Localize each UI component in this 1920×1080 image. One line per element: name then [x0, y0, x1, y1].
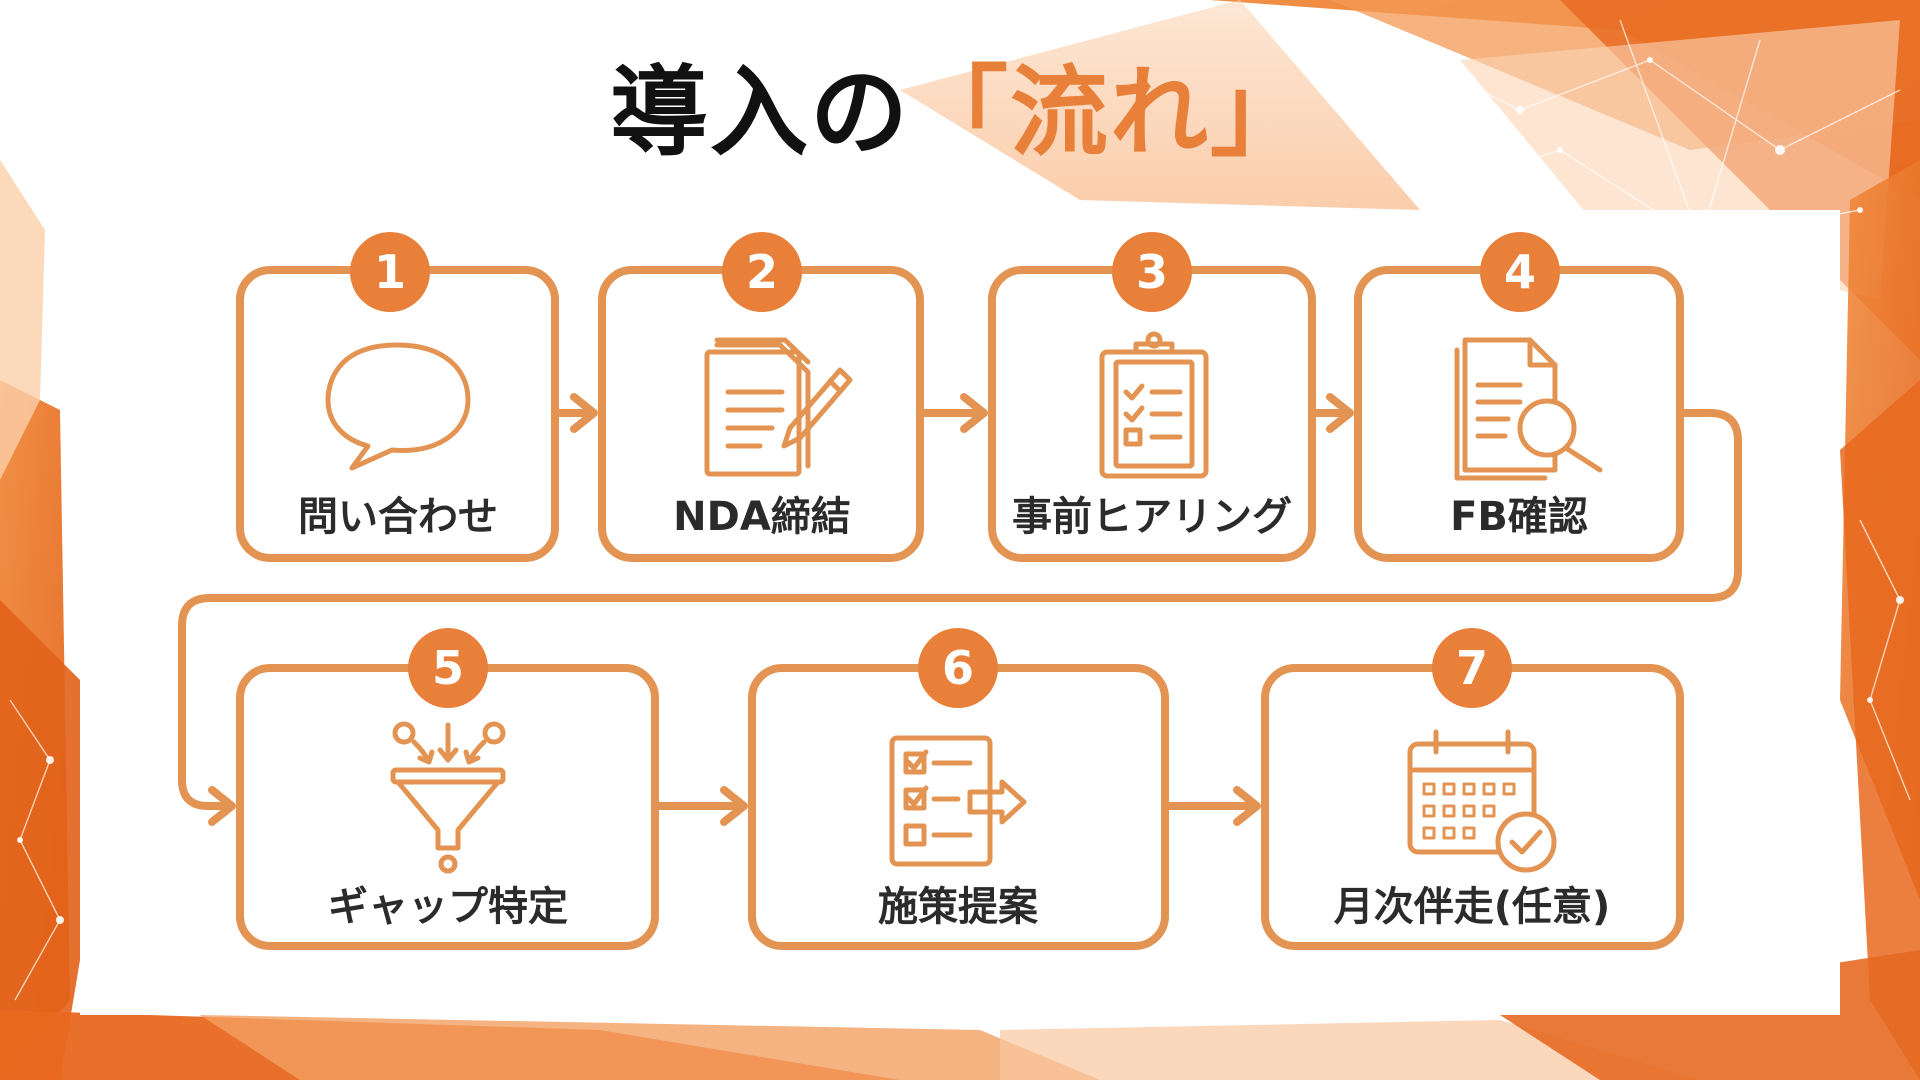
step-number-4: 4	[1504, 245, 1536, 299]
step-badge-7: 7	[1432, 628, 1512, 708]
step-label-7: 月次伴走(任意)	[1334, 884, 1611, 930]
step-label-3: 事前ヒアリング	[1012, 494, 1292, 540]
arrow-6-7	[1165, 790, 1257, 822]
document-pen-icon	[707, 340, 850, 474]
arrow-2-3	[920, 397, 984, 429]
step-number-1: 1	[374, 245, 406, 299]
step-label-6: 施策提案	[878, 884, 1039, 930]
step-badge-5: 5	[408, 628, 488, 708]
step-number-5: 5	[432, 641, 464, 695]
step-number-2: 2	[746, 245, 778, 299]
arrow-5-6	[655, 790, 744, 822]
step-number-7: 7	[1456, 641, 1488, 695]
step-badge-3: 3	[1112, 232, 1192, 312]
arrow-1-2	[555, 397, 594, 429]
arrow-3-4	[1312, 397, 1350, 429]
step-badge-2: 2	[722, 232, 802, 312]
step-label-1: 問い合わせ	[298, 494, 498, 540]
step-label-2: NDA締結	[673, 494, 851, 540]
step-badge-6: 6	[918, 628, 998, 708]
checklist-arrow-icon	[892, 738, 1024, 864]
step-number-6: 6	[942, 641, 974, 695]
step-label-5: ギャップ特定	[328, 884, 568, 930]
calendar-check-icon	[1410, 732, 1554, 870]
step-number-3: 3	[1136, 245, 1168, 299]
document-magnifier-icon	[1457, 340, 1600, 478]
speech-bubble-icon	[328, 345, 468, 468]
step-badge-1: 1	[350, 232, 430, 312]
clipboard-checklist-icon	[1102, 334, 1206, 476]
funnel-icon	[393, 724, 503, 871]
step-label-4: FB確認	[1450, 494, 1588, 540]
step-badge-4: 4	[1480, 232, 1560, 312]
